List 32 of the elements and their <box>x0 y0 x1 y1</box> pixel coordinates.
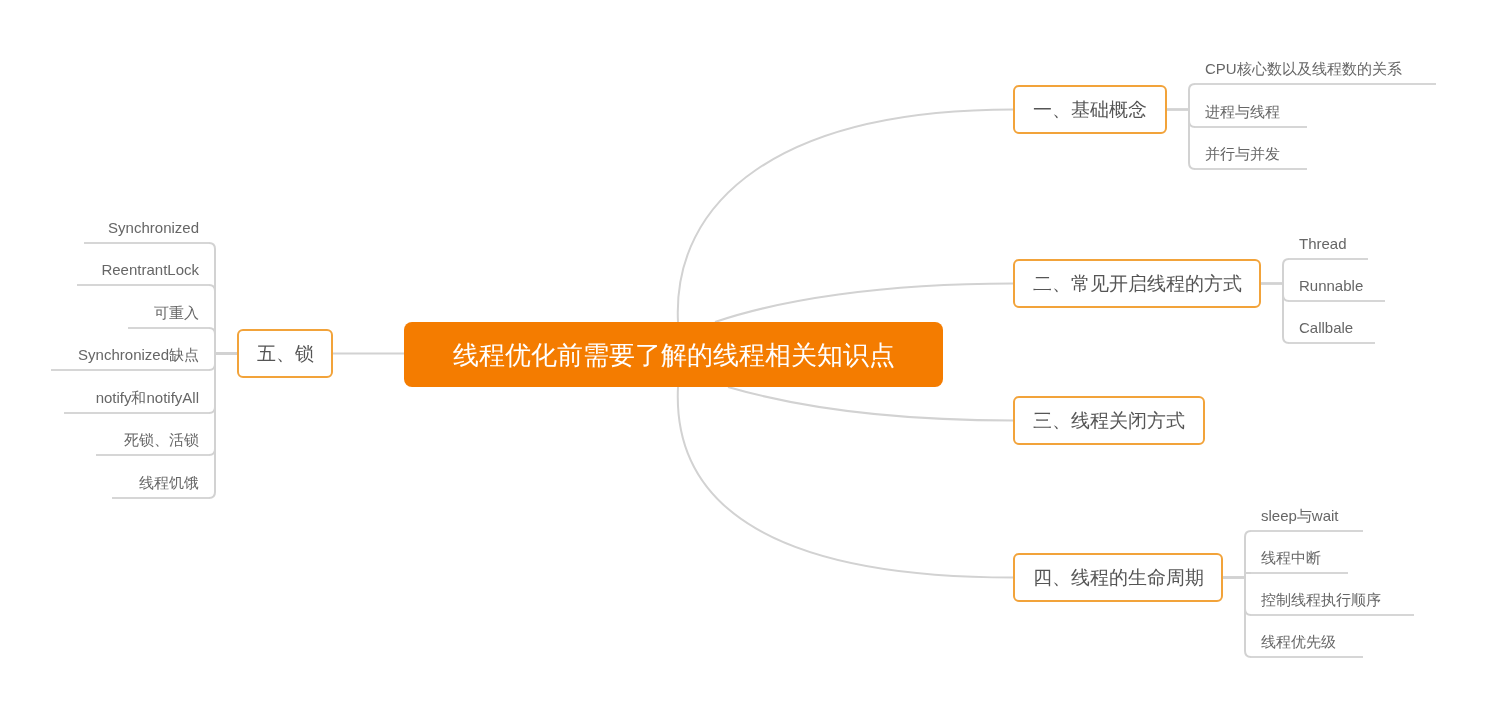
topic-box: 五、锁 <box>237 329 333 378</box>
subtopic-item: 线程中断 <box>1251 547 1348 574</box>
connector-line <box>727 386 1014 422</box>
subtopic-item: 可重入 <box>128 302 209 329</box>
subtopic-item: CPU核心数以及线程数的关系 <box>1195 58 1436 85</box>
subtopic-item: Runnable <box>1289 275 1385 302</box>
subtopic-item: 线程优先级 <box>1251 631 1363 658</box>
subtopic-item: 控制线程执行顺序 <box>1251 589 1414 616</box>
connector-line <box>1260 282 1290 344</box>
subtopic-item: Thread <box>1289 233 1368 260</box>
subtopic-item: notify和notifyAll <box>64 387 209 414</box>
subtopic-item: 并行与并发 <box>1195 143 1307 170</box>
subtopic-item: Callbale <box>1289 317 1375 344</box>
subtopic-item: Synchronized <box>84 217 209 244</box>
central-topic: 线程优化前需要了解的线程相关知识点 <box>404 322 943 387</box>
subtopic-item: sleep与wait <box>1251 505 1363 532</box>
topic-box: 一、基础概念 <box>1013 85 1167 134</box>
connector-line <box>1166 108 1196 170</box>
connector-line <box>332 352 405 355</box>
subtopic-item: 死锁、活锁 <box>96 429 209 456</box>
subtopic-item: Synchronized缺点 <box>51 344 209 371</box>
connector-line <box>1222 576 1252 658</box>
subtopic-item: 线程饥饿 <box>112 472 209 499</box>
topic-box: 二、常见开启线程的方式 <box>1013 259 1261 308</box>
subtopic-item: 进程与线程 <box>1195 101 1307 128</box>
topic-box: 三、线程关闭方式 <box>1013 396 1205 445</box>
connector-line <box>208 352 238 499</box>
subtopic-item: ReentrantLock <box>77 259 209 286</box>
topic-box: 四、线程的生命周期 <box>1013 553 1223 602</box>
connector-line <box>677 108 1014 323</box>
connector-line <box>714 282 1014 323</box>
connector-line <box>677 386 1014 579</box>
